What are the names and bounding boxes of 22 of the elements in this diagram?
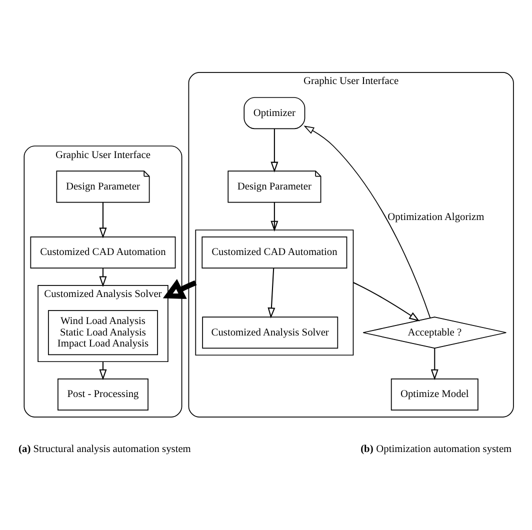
arrow [270,202,278,232]
arrow [270,128,278,172]
edge-label: Optimization Algorizm [388,212,484,223]
arrow [99,268,107,286]
node-box: Customized CAD Automation [202,236,348,268]
node-box: Customized Analysis Solver [202,316,338,348]
arrow [162,278,197,298]
arrow [304,125,431,318]
node-box: Optimizer [244,96,306,129]
arrow [99,202,107,238]
node-box: Wind Load Analysis Static Load Analysis Impact Load Analysis [48,310,158,355]
arrow [353,282,420,321]
node-box: Post - Processing [58,378,148,410]
node-box: Customized CAD Automation [30,236,176,268]
arrow [430,348,438,380]
node-box: Optimize Model [390,378,478,410]
label: (a) Structural analysis automation system [18,443,191,454]
node-diamond: Acceptable ? [362,316,507,348]
label: (b) Optimization automation system [360,443,512,454]
arrow [99,361,107,380]
arrow [268,268,276,318]
cluster [195,229,354,356]
